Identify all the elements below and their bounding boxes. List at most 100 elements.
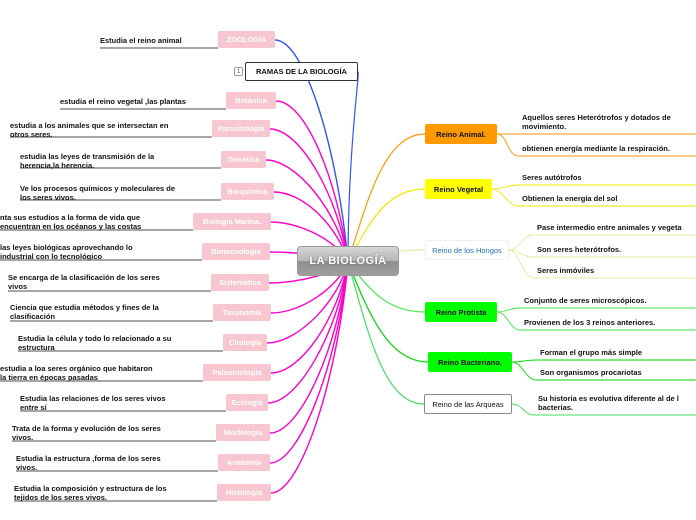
connector-ecologia [267, 261, 349, 404]
branch-taxonomia[interactable]: Taxonomía [213, 304, 271, 321]
note-line: Trata de la forma y evolución de los ser… [12, 424, 161, 433]
subconnector-reino-arqueas [511, 403, 696, 416]
note-line: Seres autótrofos [522, 173, 582, 182]
branch-paleontologia[interactable]: Paleontología [203, 364, 271, 381]
connector-parasitologia [269, 128, 349, 263]
note-sistematica: Se encarga de la clasificación de los se… [8, 273, 160, 291]
connector-reino-arqueas [347, 261, 425, 405]
note-line: Obtienen la energía del sol [522, 194, 618, 203]
note-reino-protista: Provienen de los 3 reinos anteriores. [524, 318, 655, 327]
branch-parasitologia[interactable]: Parasitología [212, 120, 270, 137]
note-line: Pase intermedio entre animales y vegeta [537, 223, 682, 232]
connector-reino-animal [347, 133, 426, 263]
branch-biologia-marina[interactable]: Biología Marina. [193, 213, 271, 230]
branch-histologia[interactable]: Histología [217, 484, 271, 501]
connector-genetica [265, 159, 349, 263]
note-line: tejidos de los seres vivos. [14, 493, 107, 502]
note-line: nta sus estudios a la forma de vida que [0, 213, 141, 222]
branch-botanica[interactable]: Botánica [226, 92, 276, 109]
branch-sistematica[interactable]: Sistemática [211, 274, 269, 291]
note-line: Estudia la estructura ,forma de los sere… [16, 454, 161, 463]
collapse-count-badge[interactable]: 1 [234, 67, 243, 76]
note-line: Seres inmóviles [537, 266, 595, 275]
note-line: estudia a loa seres orgánico que habitar… [0, 364, 153, 373]
note-line: vivos. [12, 433, 34, 442]
note-line: Su historia es evolutiva diferente al de… [538, 394, 679, 403]
note-reino-hongos: Son seres heterótrofos. [537, 245, 621, 254]
note-line: estructura [18, 343, 55, 352]
note-reino-animal: Aquellos seres Heterótrofos y dotados de… [522, 113, 671, 131]
subconnector-reino-hongos [508, 249, 696, 258]
connector-anatomia [269, 261, 349, 464]
connector-botanica [275, 100, 349, 263]
note-reino-hongos: Pase intermedio entre animales y vegeta [537, 223, 682, 232]
branch-reino-bacteriano[interactable]: Reino Bacteriano. [428, 352, 512, 372]
note-line: Provienen de los 3 reinos anteriores. [524, 318, 656, 327]
note-line: entre sí [20, 403, 47, 412]
branch-zoologia[interactable]: ZOOLOGÍA [218, 31, 275, 48]
note-line: Se encarga de la clasificación de los se… [8, 273, 160, 282]
note-ecologia: Estudia las relaciones de los seres vivo… [20, 394, 166, 412]
note-zoologia: Estudia el reino animal [100, 36, 182, 45]
ramas-de-la-biologia-node[interactable]: RAMAS DE LA BIOLOGÍA [245, 62, 358, 81]
branch-citologia[interactable]: Citología [223, 334, 267, 351]
note-taxonomia: Ciencia que estudia métodos y fines de l… [10, 303, 159, 321]
note-line: obtienen energía mediante la respiración… [522, 144, 670, 153]
connector-paleontologia [270, 261, 349, 374]
branch-genetica[interactable]: Genética [221, 151, 266, 168]
note-citologia: Estudia la célula y todo lo relacionado … [18, 334, 171, 352]
note-line: Conjunto de seres microscópicos. [524, 296, 647, 305]
branch-anatomia[interactable]: Anatomía [218, 454, 270, 471]
branch-reino-animal[interactable]: Reino Animal. [425, 124, 497, 144]
subconnector-reino-hongos [508, 234, 696, 251]
note-line: vivos. [16, 463, 38, 472]
branch-biotecnologia[interactable]: Biotecnología [202, 243, 270, 260]
note-line: vivos [8, 282, 28, 291]
connector-morfologia [269, 261, 349, 434]
note-bioquimica: Ve los procesos químicos y moleculares d… [20, 184, 175, 202]
branch-ecologia[interactable]: Ecología [226, 394, 268, 411]
central-topic[interactable]: LA BIOLOGÍA [297, 246, 399, 276]
connector-reino-bacteriano [347, 261, 429, 363]
note-reino-bacteriano: Son organismos procariotas [540, 368, 642, 377]
note-biologia-marina: nta sus estudios a la forma de vida que … [0, 213, 141, 231]
note-line: Son organismos procariotas [540, 368, 642, 377]
note-line: Estudia el reino animal [100, 36, 182, 45]
note-reino-arqueas: Su historia es evolutiva diferente al de… [538, 394, 679, 412]
note-line: Estudia las relaciones de los seres vivo… [20, 394, 166, 403]
note-reino-bacteriano: Forman el grupo más simple [540, 348, 642, 357]
subconnector-reino-protista [496, 307, 696, 313]
branch-bioquimica[interactable]: Bioquímica [221, 183, 274, 200]
note-line: Forman el grupo más simple [540, 348, 643, 357]
note-botanica: estudia el reino vegetal ,las plantas [60, 97, 186, 106]
note-line: Ciencia que estudia métodos y fines de l… [10, 303, 159, 312]
branch-reino-arqueas[interactable]: Reino de las Arqueas [424, 394, 512, 414]
note-line: Estudia la composición y estructura de l… [14, 484, 167, 493]
note-line: Aquellos seres Heterótrofos y dotados de [522, 113, 671, 122]
branch-morfologia[interactable]: Morfología [216, 424, 270, 441]
note-anatomia: Estudia la estructura ,forma de los sere… [16, 454, 161, 472]
note-reino-protista: Conjunto de seres microscópicos. [524, 296, 647, 305]
ramas-label: RAMAS DE LA BIOLOGÍA [256, 67, 347, 76]
note-line: estudia las leyes de transmisión de la [20, 152, 155, 161]
note-line: Estudia la célula y todo lo relacionado … [18, 334, 172, 343]
note-line: Son seres heterótrofos. [537, 245, 622, 254]
note-line: estudia a los animales que se intersecta… [10, 121, 169, 130]
note-parasitologia: estudia a los animales que se intersecta… [10, 121, 168, 139]
branch-reino-vegetal[interactable]: Reino Vegetal [425, 179, 492, 199]
subconnector-reino-animal [496, 133, 696, 157]
note-line: industrial con lo tecnológico [0, 252, 103, 261]
branch-reino-hongos[interactable]: Reino de los Hongos [425, 240, 509, 260]
subconnector-reino-bacteriano [511, 361, 696, 381]
note-line: movimiento. [522, 122, 567, 131]
note-line: Ve los procesos químicos y moleculares d… [20, 184, 176, 193]
branch-reino-protista[interactable]: Reino Protista [425, 302, 497, 322]
note-reino-animal: obtienen energía mediante la respiración… [522, 144, 670, 153]
note-line: los seres vivos. [20, 193, 76, 202]
note-line: bacterias. [538, 403, 574, 412]
subconnector-reino-bacteriano [511, 359, 696, 363]
note-morfologia: Trata de la forma y evolución de los ser… [12, 424, 161, 442]
note-line: encuentran en los océanos y las costas [0, 222, 142, 231]
